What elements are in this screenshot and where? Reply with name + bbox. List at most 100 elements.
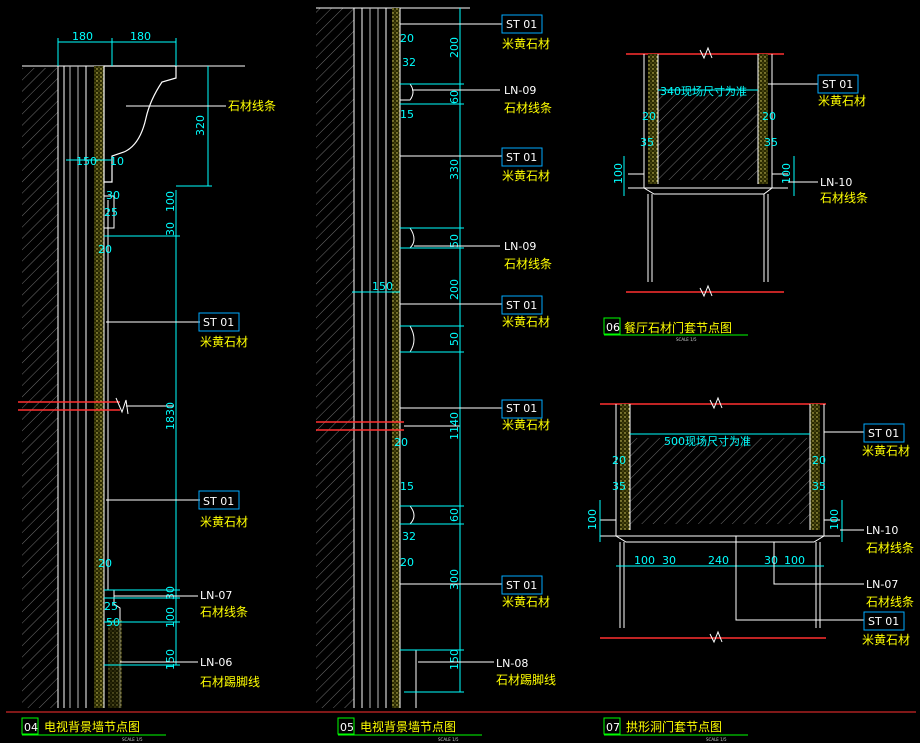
callout-code: ST 01 (506, 18, 537, 31)
dim-100a: 100 (586, 509, 599, 530)
dim-15: 15 (400, 108, 414, 121)
crown-moulding (103, 65, 177, 183)
callout-code: LN-09 (504, 240, 536, 253)
callout-name: 米黄石材 (502, 169, 550, 183)
callout-name: 米黄石材 (502, 37, 550, 51)
title-text: 餐厅石材门套节点图 (624, 320, 732, 335)
stone-layer (392, 8, 400, 708)
dim-20a: 20 (98, 243, 112, 256)
dim-1830: 1830 (164, 402, 177, 430)
callout-name: 石材线条 (200, 605, 248, 619)
dim-330: 330 (448, 159, 461, 180)
dim-20: 20 (400, 32, 414, 45)
dim-320: 320 (194, 115, 207, 136)
callout-code: ST 01 (868, 615, 899, 628)
title-text: 拱形洞门套节点图 (626, 719, 722, 734)
dim-200b: 200 (448, 279, 461, 300)
dim-25b: 25 (104, 600, 118, 613)
callout-name: 米黄石材 (862, 444, 910, 458)
callout-name: 米黄石材 (862, 633, 910, 647)
dim-15b: 15 (400, 480, 414, 493)
dim-35b: 35 (812, 480, 826, 493)
scale: SCALE 1/5 (676, 337, 697, 342)
dim-180a: 180 (72, 30, 93, 43)
title-05: 05 电视背景墙节点图 SCALE 1/5 (337, 717, 482, 742)
opening-hatch (658, 94, 758, 180)
callout-code: LN-07 (200, 589, 232, 602)
callout-code: LN-08 (496, 657, 528, 670)
dim-20a: 20 (612, 454, 626, 467)
scale: SCALE 1/5 (438, 737, 459, 742)
dim-32: 32 (402, 56, 416, 69)
title-07: 07 拱形洞门套节点图 SCALE 1/5 (603, 717, 748, 742)
dim-150: 150 (76, 155, 97, 168)
dim-100b: 100 (164, 607, 177, 628)
opening-hatch (630, 438, 810, 524)
detail-04: 180 180 320 150 10 30 25 20 100 30 1830 … (18, 30, 276, 708)
wall-hatch (22, 68, 58, 708)
dim-60b: 60 (448, 508, 461, 522)
callout-name: 石材线条 (866, 541, 914, 555)
dim-50b: 50 (448, 332, 461, 346)
dim-bottom-100b: 100 (784, 554, 805, 567)
callout-code: LN-10 (820, 176, 852, 189)
title-text: 电视背景墙节点图 (44, 719, 140, 734)
callout-name: 石材踢脚线 (200, 674, 260, 689)
dim-100a: 100 (164, 191, 177, 212)
callout-code: ST 01 (506, 402, 537, 415)
dim-100b: 100 (780, 163, 793, 184)
dim-35a: 35 (640, 136, 654, 149)
callout-code: ST 01 (203, 316, 234, 329)
callout-code: ST 01 (203, 495, 234, 508)
callout-name: 石材线条 (504, 101, 552, 115)
callout-code: ST 01 (506, 151, 537, 164)
dim-180b: 180 (130, 30, 151, 43)
title-number: 04 (24, 721, 38, 734)
callout-code: LN-09 (504, 84, 536, 97)
dim-60: 60 (448, 90, 461, 104)
callout-code: LN-07 (866, 578, 898, 591)
dim-50: 50 (448, 234, 461, 248)
dim-bottom-100a: 100 (634, 554, 655, 567)
dim-20a: 20 (642, 110, 656, 123)
dim-30b: 30 (164, 222, 177, 236)
opening-note: 340现场尺寸为准 (660, 84, 747, 98)
dim-35a: 35 (612, 480, 626, 493)
dim-30a: 30 (106, 189, 120, 202)
title-number: 07 (606, 721, 620, 734)
callout-code: ST 01 (506, 299, 537, 312)
dim-20b: 20 (394, 436, 408, 449)
opening-note: 500现场尺寸为准 (664, 434, 751, 448)
dim-20c: 20 (400, 556, 414, 569)
title-text: 电视背景墙节点图 (360, 719, 456, 734)
callout-code: ST 01 (506, 579, 537, 592)
callout-name: 石材线条 (228, 99, 276, 113)
dim-20b: 20 (812, 454, 826, 467)
callout-name: 米黄石材 (200, 335, 248, 349)
dim-200: 200 (448, 37, 461, 58)
dim-bottom-30a: 30 (662, 554, 676, 567)
dim-50: 50 (106, 616, 120, 629)
callout-name: 米黄石材 (502, 418, 550, 432)
wall-hatch (316, 8, 354, 708)
callout-name: 米黄石材 (818, 94, 866, 108)
scale: SCALE 1/5 (122, 737, 143, 742)
stone-layer (94, 66, 104, 708)
dim-35b: 35 (764, 136, 778, 149)
dim-150: 150 (372, 280, 393, 293)
callout-name: 米黄石材 (502, 315, 550, 329)
callout-code: ST 01 (868, 427, 899, 440)
callout-name: 米黄石材 (200, 515, 248, 529)
detail-06: 340现场尺寸为准 20 20 35 35 100 100 ST 01 米黄石材… (603, 46, 868, 342)
callout-name: 石材踢脚线 (496, 672, 556, 687)
title-number: 05 (340, 721, 354, 734)
dim-25a: 25 (104, 206, 118, 219)
callout-name: 米黄石材 (502, 595, 550, 609)
callout-name: 石材线条 (866, 595, 914, 609)
title-04: 04 电视背景墙节点图 SCALE 1/5 (21, 717, 166, 742)
dim-20b: 20 (762, 110, 776, 123)
detail-07: 500现场尺寸为准 20 20 35 35 100 100 100 30 240… (586, 396, 914, 647)
dim-bottom-240: 240 (708, 554, 729, 567)
dim-10: 10 (110, 155, 124, 168)
